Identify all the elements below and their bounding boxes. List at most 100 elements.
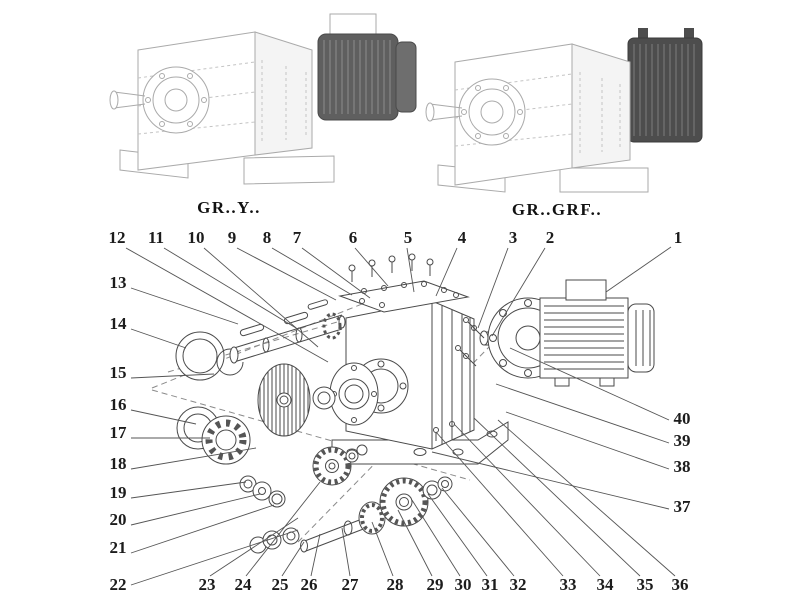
callout-leader-24: [245, 481, 321, 577]
flange-bolts: [455, 317, 485, 367]
illustration-gr-grf: [425, 28, 703, 193]
washer-set-left: [239, 475, 286, 508]
callout-number-37: 37: [674, 497, 692, 516]
callout-number-39: 39: [674, 431, 691, 450]
callout-leader-19: [130, 481, 247, 499]
callout-leader-23: [209, 517, 299, 577]
callout-number-34: 34: [597, 575, 615, 594]
pinion-shaft: [249, 501, 386, 554]
callout-number-7: 7: [293, 228, 302, 247]
callout-leader-39: [495, 383, 670, 444]
callout-leader-26: [310, 533, 321, 577]
callout-leader-35: [473, 417, 641, 577]
callout-number-13: 13: [110, 273, 127, 292]
callout-leader-32: [441, 487, 515, 577]
callout-leader-14: [130, 328, 187, 349]
callout-number-9: 9: [228, 228, 237, 247]
callout-number-16: 16: [110, 395, 127, 414]
callout-leader-21: [130, 504, 275, 554]
gear-housing: [109, 31, 335, 185]
callout-number-40: 40: [674, 409, 691, 428]
callout-number-2: 2: [546, 228, 555, 247]
callout-leader-20: [130, 493, 261, 526]
callout-leader-27: [341, 527, 351, 577]
callout-number-18: 18: [110, 454, 127, 473]
callout-number-15: 15: [110, 363, 127, 382]
callout-number-36: 36: [672, 575, 689, 594]
callout-number-19: 19: [110, 483, 127, 502]
callout-leader-6: [354, 247, 389, 287]
callout-number-5: 5: [404, 228, 413, 247]
callout-number-24: 24: [235, 575, 253, 594]
large-gear: [257, 363, 311, 437]
callout-number-1: 1: [674, 228, 683, 247]
cover-bolts: [348, 253, 434, 282]
callout-number-33: 33: [560, 575, 577, 594]
callout-leader-13: [130, 287, 239, 325]
callout-leader-30: [411, 499, 461, 577]
variant-label-gr-grf: GR..GRF..: [512, 200, 602, 219]
callout-number-35: 35: [637, 575, 654, 594]
motor-assembly: [479, 279, 655, 387]
second-stage-gear: [379, 476, 453, 527]
callout-number-28: 28: [387, 575, 404, 594]
callout-number-30: 30: [455, 575, 472, 594]
callout-leader-33: [435, 431, 564, 577]
callout-number-12: 12: [109, 228, 126, 247]
spacer-ring: [312, 386, 336, 410]
variant-label-gr-y: GR..Y..: [197, 198, 261, 217]
callout-number-17: 17: [110, 423, 128, 442]
callout-leader-28: [371, 521, 394, 577]
callout-leader-5: [406, 247, 415, 293]
callout-leader-8: [271, 247, 353, 296]
callout-number-23: 23: [199, 575, 216, 594]
callout-leader-9: [236, 247, 337, 301]
callout-leader-40: [509, 347, 670, 421]
callout-leader-29: [397, 509, 433, 577]
callout-number-32: 32: [510, 575, 527, 594]
callout-number-27: 27: [342, 575, 360, 594]
callout-number-4: 4: [458, 228, 467, 247]
illustration-gr-y: [109, 13, 417, 185]
compact-drive-block: [627, 28, 703, 143]
output-shaft: [229, 299, 346, 364]
callout-number-20: 20: [110, 510, 127, 529]
callout-leader-38: [505, 411, 670, 470]
motor-unit: [317, 13, 417, 121]
callout-leader-25: [281, 541, 305, 577]
callout-number-26: 26: [301, 575, 318, 594]
callout-leader-3: [477, 247, 509, 329]
callout-number-25: 25: [272, 575, 289, 594]
callout-number-31: 31: [482, 575, 499, 594]
callout-number-21: 21: [110, 538, 127, 557]
exploded-view: [151, 253, 655, 554]
callout-number-11: 11: [148, 228, 164, 247]
intermediate-gear: [312, 444, 368, 486]
callout-number-3: 3: [509, 228, 518, 247]
gearbox-housing-body: [345, 300, 475, 450]
callout-leader-31: [427, 493, 488, 577]
callout-leader-11: [163, 247, 297, 329]
callout-leader-15: [130, 373, 215, 379]
callout-leader-4: [435, 247, 458, 297]
bearing-cover-flange: [329, 362, 379, 426]
callout-leader-22: [130, 529, 299, 586]
callout-leader-16: [130, 409, 197, 425]
callout-leader-12: [125, 247, 329, 363]
callout-leader-7: [301, 247, 371, 299]
snap-ring: [216, 348, 244, 376]
callout-leader-18: [130, 447, 257, 470]
callout-leader-34: [453, 423, 601, 577]
callout-leader-1: [605, 246, 672, 293]
callout-leader-10: [203, 247, 319, 348]
callout-number-38: 38: [674, 457, 691, 476]
callout-number-10: 10: [188, 228, 205, 247]
oil-seal: [175, 331, 225, 381]
gear-housing: [425, 43, 649, 193]
callout-number-22: 22: [110, 575, 127, 594]
callout-leader-37: [431, 451, 670, 510]
callout-number-6: 6: [349, 228, 358, 247]
